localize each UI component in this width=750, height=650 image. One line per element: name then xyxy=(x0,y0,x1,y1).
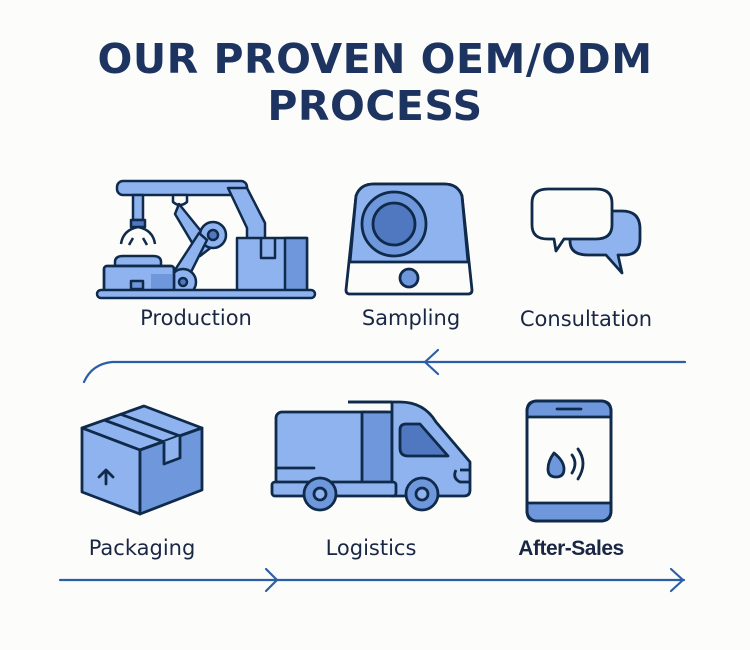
top-flow-arrow xyxy=(82,348,687,384)
page-title-line-1: OUR PROVEN OEM/ODM xyxy=(97,35,653,83)
delivery-truck-icon xyxy=(270,400,472,512)
package-box-icon xyxy=(80,404,204,516)
robotic-arm-icon xyxy=(95,179,317,300)
bottom-flow-arrow xyxy=(58,567,686,593)
smartphone-signal-icon xyxy=(525,399,613,523)
step-label-production: Production xyxy=(140,306,252,330)
chat-bubbles-icon xyxy=(530,187,642,275)
step-label-packaging: Packaging xyxy=(88,536,196,560)
step-label-consultation: Consultation xyxy=(519,307,653,331)
step-label-logistics: Logistics xyxy=(325,536,417,560)
step-label-sampling: Sampling xyxy=(361,306,461,330)
page-title-line-2: PROCESS xyxy=(267,82,483,130)
step-label-after-sales: After-Sales xyxy=(518,537,624,560)
sample-device-icon xyxy=(344,182,474,296)
